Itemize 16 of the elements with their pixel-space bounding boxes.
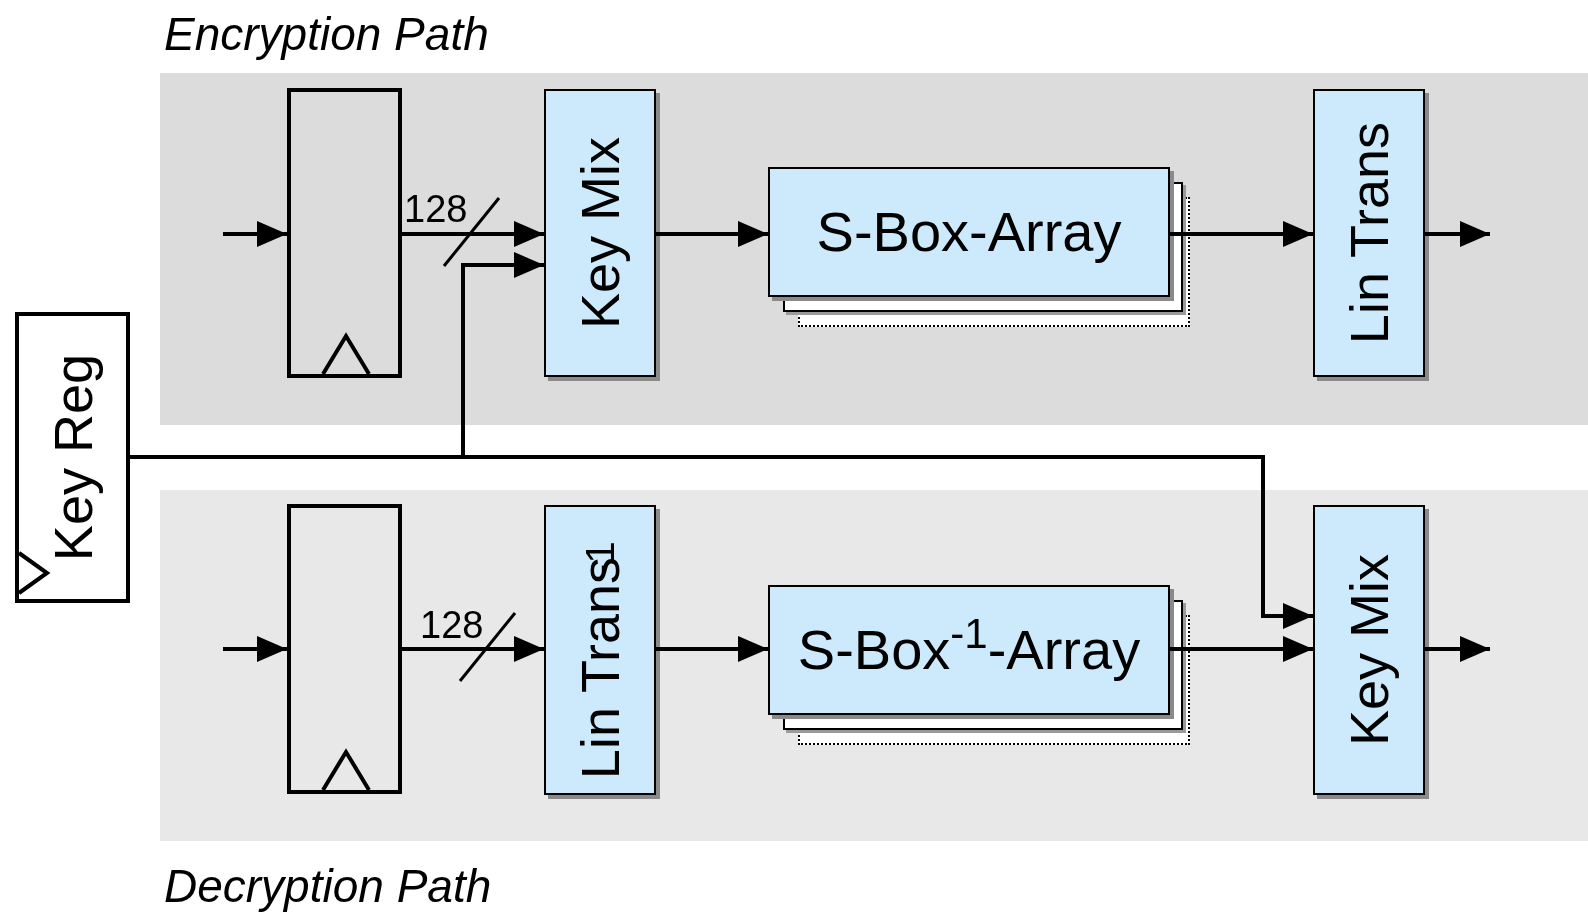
arrow [223, 636, 287, 662]
block-label: Lin Trans [1342, 121, 1396, 345]
arrow [1170, 636, 1313, 662]
register-box [287, 504, 402, 794]
arrow [656, 636, 768, 662]
arrow [223, 221, 287, 247]
register-box [287, 88, 402, 378]
key-register-box [15, 312, 130, 603]
arrow [1425, 221, 1490, 247]
edge-label: 128 [420, 606, 484, 644]
arrow [656, 221, 768, 247]
arrow [402, 636, 544, 662]
arrow [1425, 636, 1490, 662]
edge-label: 128 [404, 190, 468, 228]
arrow [402, 221, 544, 247]
arrow [1170, 221, 1313, 247]
